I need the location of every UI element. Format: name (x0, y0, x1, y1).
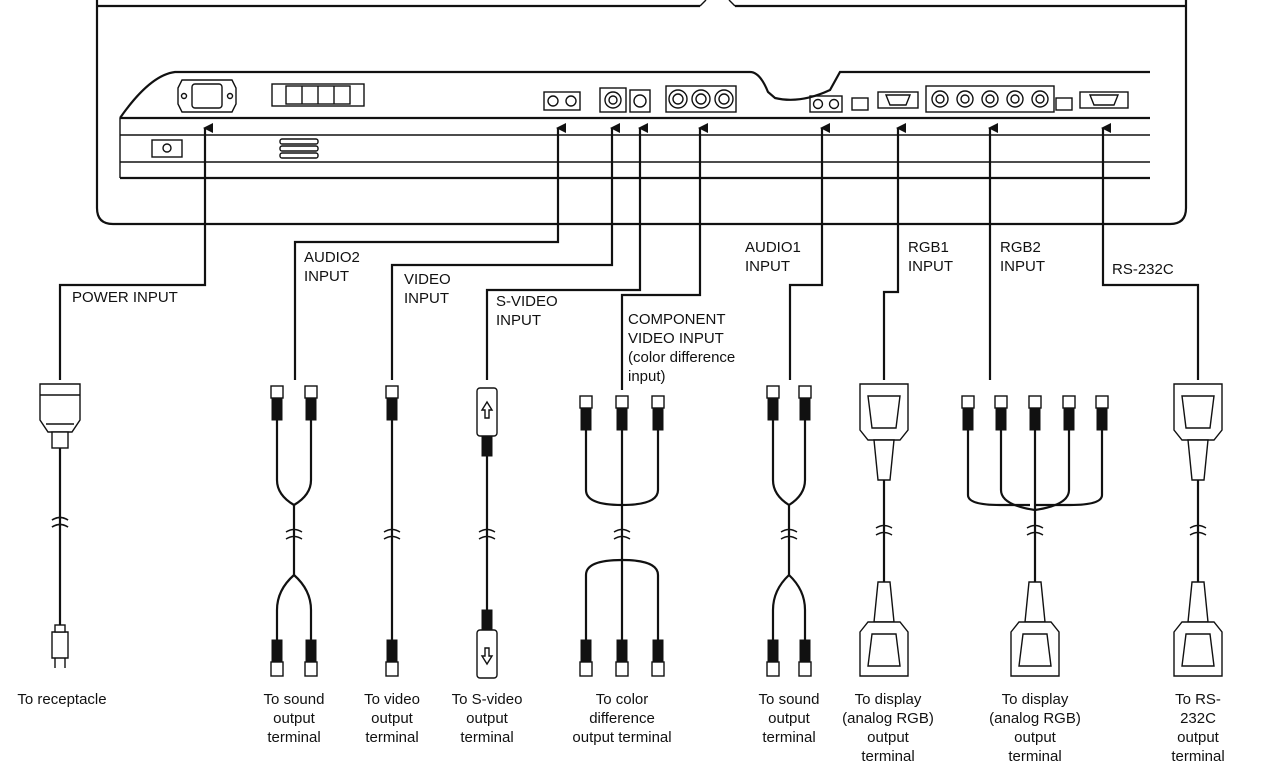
caption-sound-2: To sound output terminal (758, 691, 820, 746)
rgb1-cable-icon (859, 383, 909, 677)
rgb2-bnc-jacks-icon (925, 85, 1055, 113)
component-cable-icon (579, 395, 665, 677)
label-s-video-input: S-VIDEO INPUT (496, 293, 558, 329)
caption-color-difference: To color difference output terminal (572, 691, 672, 746)
rgb1-dsub-icon (877, 91, 919, 109)
caption-s-video: To S-video output terminal (451, 691, 523, 746)
switch-block-icon (271, 83, 365, 107)
rs232c-dsub-icon (1079, 91, 1129, 109)
power-cord-icon (39, 383, 81, 668)
caption-sound-1: To sound output terminal (263, 691, 325, 746)
label-audio1-input: AUDIO1 INPUT (745, 239, 801, 275)
audio2-jacks-icon (543, 91, 581, 111)
label-rgb2-input: RGB2 INPUT (1000, 239, 1045, 275)
label-rgb1-input: RGB1 INPUT (908, 239, 953, 275)
switch-icon (851, 97, 869, 111)
s-video-jack-icon (629, 89, 651, 113)
s-video-cable-icon (476, 387, 498, 679)
rgb2-cable-icon (961, 395, 1109, 677)
leader-lines (58, 123, 1200, 390)
audio1-jacks-icon (809, 95, 843, 113)
label-video-input: VIDEO INPUT (404, 271, 451, 307)
ac-socket-icon (177, 79, 237, 113)
cables (39, 383, 1223, 679)
caption-display-1: To display (analog RGB) output terminal (842, 691, 934, 765)
projector-rear-panel (95, 0, 1188, 226)
video-jack-icon (599, 87, 627, 113)
caption-video: To video output terminal (364, 691, 420, 746)
label-rs232c: RS-232C (1112, 261, 1174, 278)
caption-display-2: To display (analog RGB) output terminal (989, 691, 1081, 765)
fuse-icon (151, 139, 183, 158)
switch-icon-2 (1055, 97, 1073, 111)
audio2-cable-icon (270, 385, 318, 677)
label-audio2-input: AUDIO2 INPUT (304, 249, 360, 285)
label-power-input: POWER INPUT (72, 289, 178, 306)
vent-icon (279, 138, 319, 159)
audio1-cable-icon (766, 385, 812, 677)
video-cable-icon (383, 385, 401, 677)
component-jacks-icon (665, 85, 737, 113)
label-component-video-input: COMPONENT VIDEO INPUT (color difference … (628, 311, 736, 385)
rs232c-cable-icon (1173, 383, 1223, 677)
caption-receptacle: To receptacle (17, 691, 107, 708)
caption-rs232c-output: To RS-232C output terminal (1171, 691, 1225, 765)
